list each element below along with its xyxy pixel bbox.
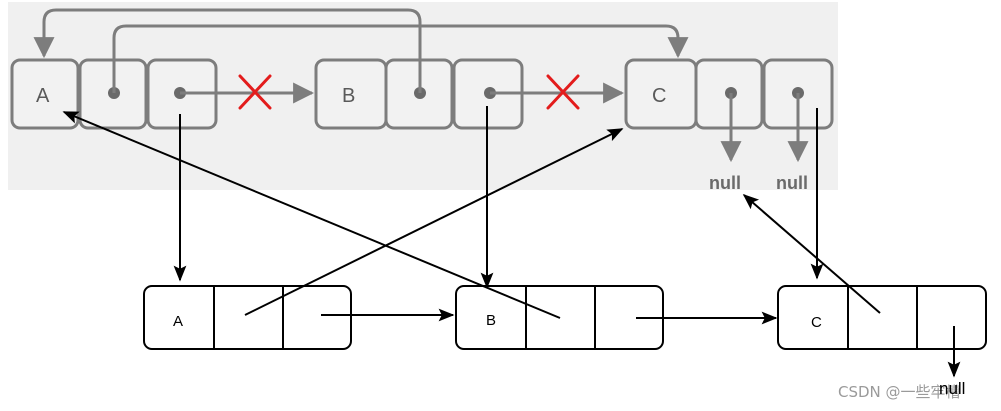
top-node-c-label: C xyxy=(652,85,666,107)
bottom-null-label: null xyxy=(939,379,965,398)
bottom-node-c-label: C xyxy=(811,314,822,331)
top-node-a-label-cell xyxy=(10,58,80,130)
bottom-node-a xyxy=(143,285,352,350)
bottom-node-c xyxy=(777,285,987,350)
bottom-node-a-label: A xyxy=(173,313,183,330)
copy-arrows xyxy=(62,106,961,378)
top-arrow-b-random-to-a xyxy=(33,8,422,93)
top-null-label-random: null xyxy=(709,173,741,193)
cross-mark-a-b xyxy=(238,74,272,110)
top-node-a-label: A xyxy=(36,85,50,107)
broken-link-crosses xyxy=(238,74,580,110)
cross-mark-b-c xyxy=(546,74,580,110)
top-arrows xyxy=(33,8,809,163)
csdn-watermark: CSDN @一些牢槽 xyxy=(838,383,961,401)
arrow-copy-a-random-to-orig-c xyxy=(244,128,624,316)
top-node-b-label: B xyxy=(342,85,355,107)
bottom-list xyxy=(143,285,987,350)
bottom-node-b-label: B xyxy=(486,312,496,329)
arrow-copy-c-random-to-null xyxy=(742,193,881,314)
top-arrow-a-random-to-c xyxy=(112,24,689,93)
top-null-label-next: null xyxy=(776,173,808,193)
arrow-copy-b-random-to-orig-a xyxy=(62,111,561,319)
